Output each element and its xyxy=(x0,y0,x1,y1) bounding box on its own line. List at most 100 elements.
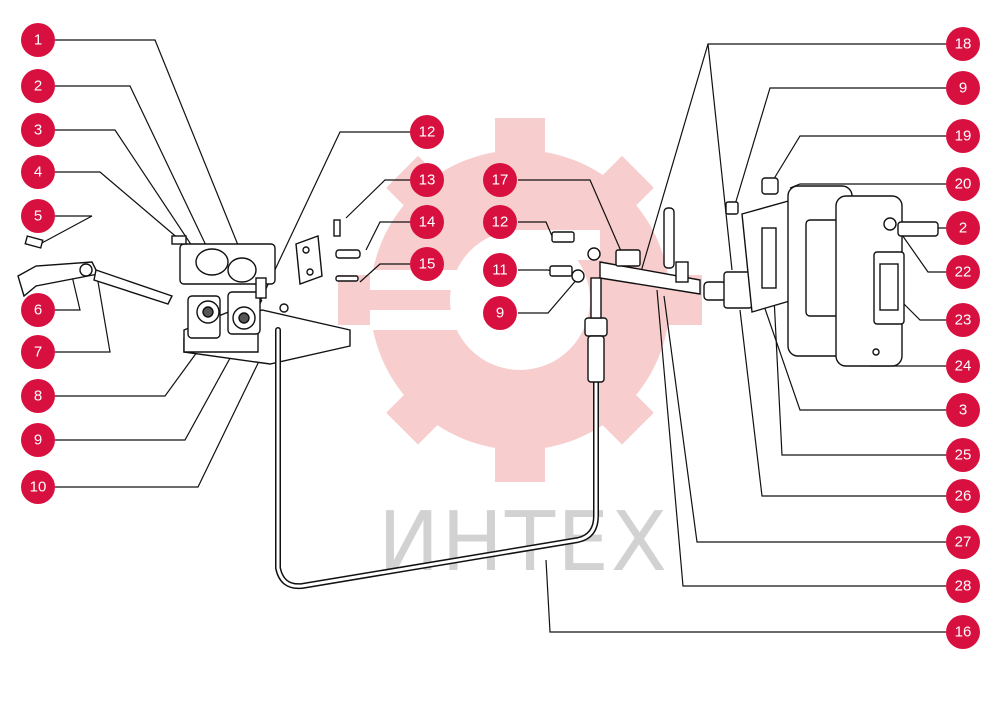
callout-c25: 25 xyxy=(946,438,980,472)
callout-number: 9 xyxy=(496,305,504,322)
callout-number: 13 xyxy=(419,172,436,189)
callout-circle xyxy=(946,438,980,472)
callout-number: 8 xyxy=(34,388,42,405)
callout-number: 26 xyxy=(955,488,972,505)
watermark-text: ИНТЕХ xyxy=(378,495,669,590)
callout-c6: 6 xyxy=(21,293,55,327)
callout-circle xyxy=(483,253,517,287)
callout-c16: 16 xyxy=(946,615,980,649)
left-bracket-assembly xyxy=(17,219,361,365)
callout-number: 4 xyxy=(34,164,42,181)
callout-c9: 9 xyxy=(21,423,55,457)
callout-number: 22 xyxy=(955,264,972,281)
callout-c18: 18 xyxy=(946,27,980,61)
callout-circle xyxy=(946,525,980,559)
callout-number: 14 xyxy=(419,214,436,231)
callout-circle xyxy=(410,247,444,281)
callout-number: 23 xyxy=(955,312,972,329)
callout-labels: 1234567891012131415171211918919202222324… xyxy=(21,23,980,649)
callout-number: 17 xyxy=(492,172,509,189)
callout-c3b: 3 xyxy=(946,393,980,427)
callout-c10: 10 xyxy=(21,470,55,504)
callout-number: 9 xyxy=(959,80,967,97)
callout-circle xyxy=(946,393,980,427)
callout-circle xyxy=(946,349,980,383)
callout-number: 1 xyxy=(34,32,42,49)
callout-circle xyxy=(21,470,55,504)
callout-c2: 2 xyxy=(21,69,55,103)
callout-circle xyxy=(410,115,444,149)
callout-c1: 1 xyxy=(21,23,55,57)
callout-c3: 3 xyxy=(21,113,55,147)
callout-c19: 19 xyxy=(946,119,980,153)
callout-c4: 4 xyxy=(21,155,55,189)
callout-c7: 7 xyxy=(21,335,55,369)
callout-number: 27 xyxy=(955,534,972,551)
callout-circle xyxy=(21,335,55,369)
callout-circle xyxy=(21,69,55,103)
callout-number: 5 xyxy=(34,208,42,225)
callout-number: 12 xyxy=(419,124,436,141)
callout-number: 9 xyxy=(34,432,42,449)
callout-circle xyxy=(21,379,55,413)
callout-circle xyxy=(483,296,517,330)
callout-circle xyxy=(946,255,980,289)
callout-c5: 5 xyxy=(21,199,55,233)
callout-c8: 8 xyxy=(21,379,55,413)
callout-c23: 23 xyxy=(946,303,980,337)
callout-circle xyxy=(410,205,444,239)
callout-number: 28 xyxy=(955,578,972,595)
callout-c24: 24 xyxy=(946,349,980,383)
callout-number: 6 xyxy=(34,302,42,319)
callout-number: 2 xyxy=(959,220,967,237)
callout-number: 15 xyxy=(419,256,436,273)
callout-c22: 22 xyxy=(946,255,980,289)
callout-c12a: 12 xyxy=(410,115,444,149)
callout-number: 12 xyxy=(492,214,509,231)
callout-circle xyxy=(483,163,517,197)
callout-circle xyxy=(410,163,444,197)
callout-circle xyxy=(946,27,980,61)
callout-c12b: 12 xyxy=(483,205,517,239)
callout-circle xyxy=(21,155,55,189)
callout-c9b: 9 xyxy=(483,296,517,330)
right-handle-assembly xyxy=(723,177,939,367)
callout-number: 25 xyxy=(955,447,972,464)
watermark-gear-logo xyxy=(338,118,702,482)
callout-circle xyxy=(946,615,980,649)
callout-number: 3 xyxy=(959,402,967,419)
callout-circle xyxy=(21,113,55,147)
callout-number: 19 xyxy=(955,128,972,145)
callout-c2b: 2 xyxy=(946,211,980,245)
callout-circle xyxy=(21,293,55,327)
callout-c20: 20 xyxy=(946,167,980,201)
callout-c17: 17 xyxy=(483,163,517,197)
callout-circle xyxy=(946,71,980,105)
control-cable xyxy=(275,277,608,590)
callout-circle xyxy=(946,119,980,153)
callout-circle xyxy=(946,167,980,201)
callout-circle xyxy=(946,211,980,245)
callout-circle xyxy=(946,303,980,337)
callout-number: 7 xyxy=(34,344,42,361)
callout-c14: 14 xyxy=(410,205,444,239)
callout-number: 2 xyxy=(34,78,42,95)
callout-number: 20 xyxy=(955,176,972,193)
callout-c28: 28 xyxy=(946,569,980,603)
callout-c13: 13 xyxy=(410,163,444,197)
callout-c26: 26 xyxy=(946,479,980,513)
callout-number: 3 xyxy=(34,122,42,139)
callout-circle xyxy=(483,205,517,239)
callout-circle xyxy=(21,199,55,233)
callout-number: 18 xyxy=(955,36,972,53)
callout-c9c: 9 xyxy=(946,71,980,105)
callout-circle xyxy=(946,479,980,513)
callout-circle xyxy=(946,569,980,603)
callout-number: 24 xyxy=(955,358,972,375)
callout-c11: 11 xyxy=(483,253,517,287)
callout-number: 16 xyxy=(955,624,972,641)
callout-number: 11 xyxy=(492,262,508,279)
callout-circle xyxy=(21,23,55,57)
callout-circle xyxy=(21,423,55,457)
